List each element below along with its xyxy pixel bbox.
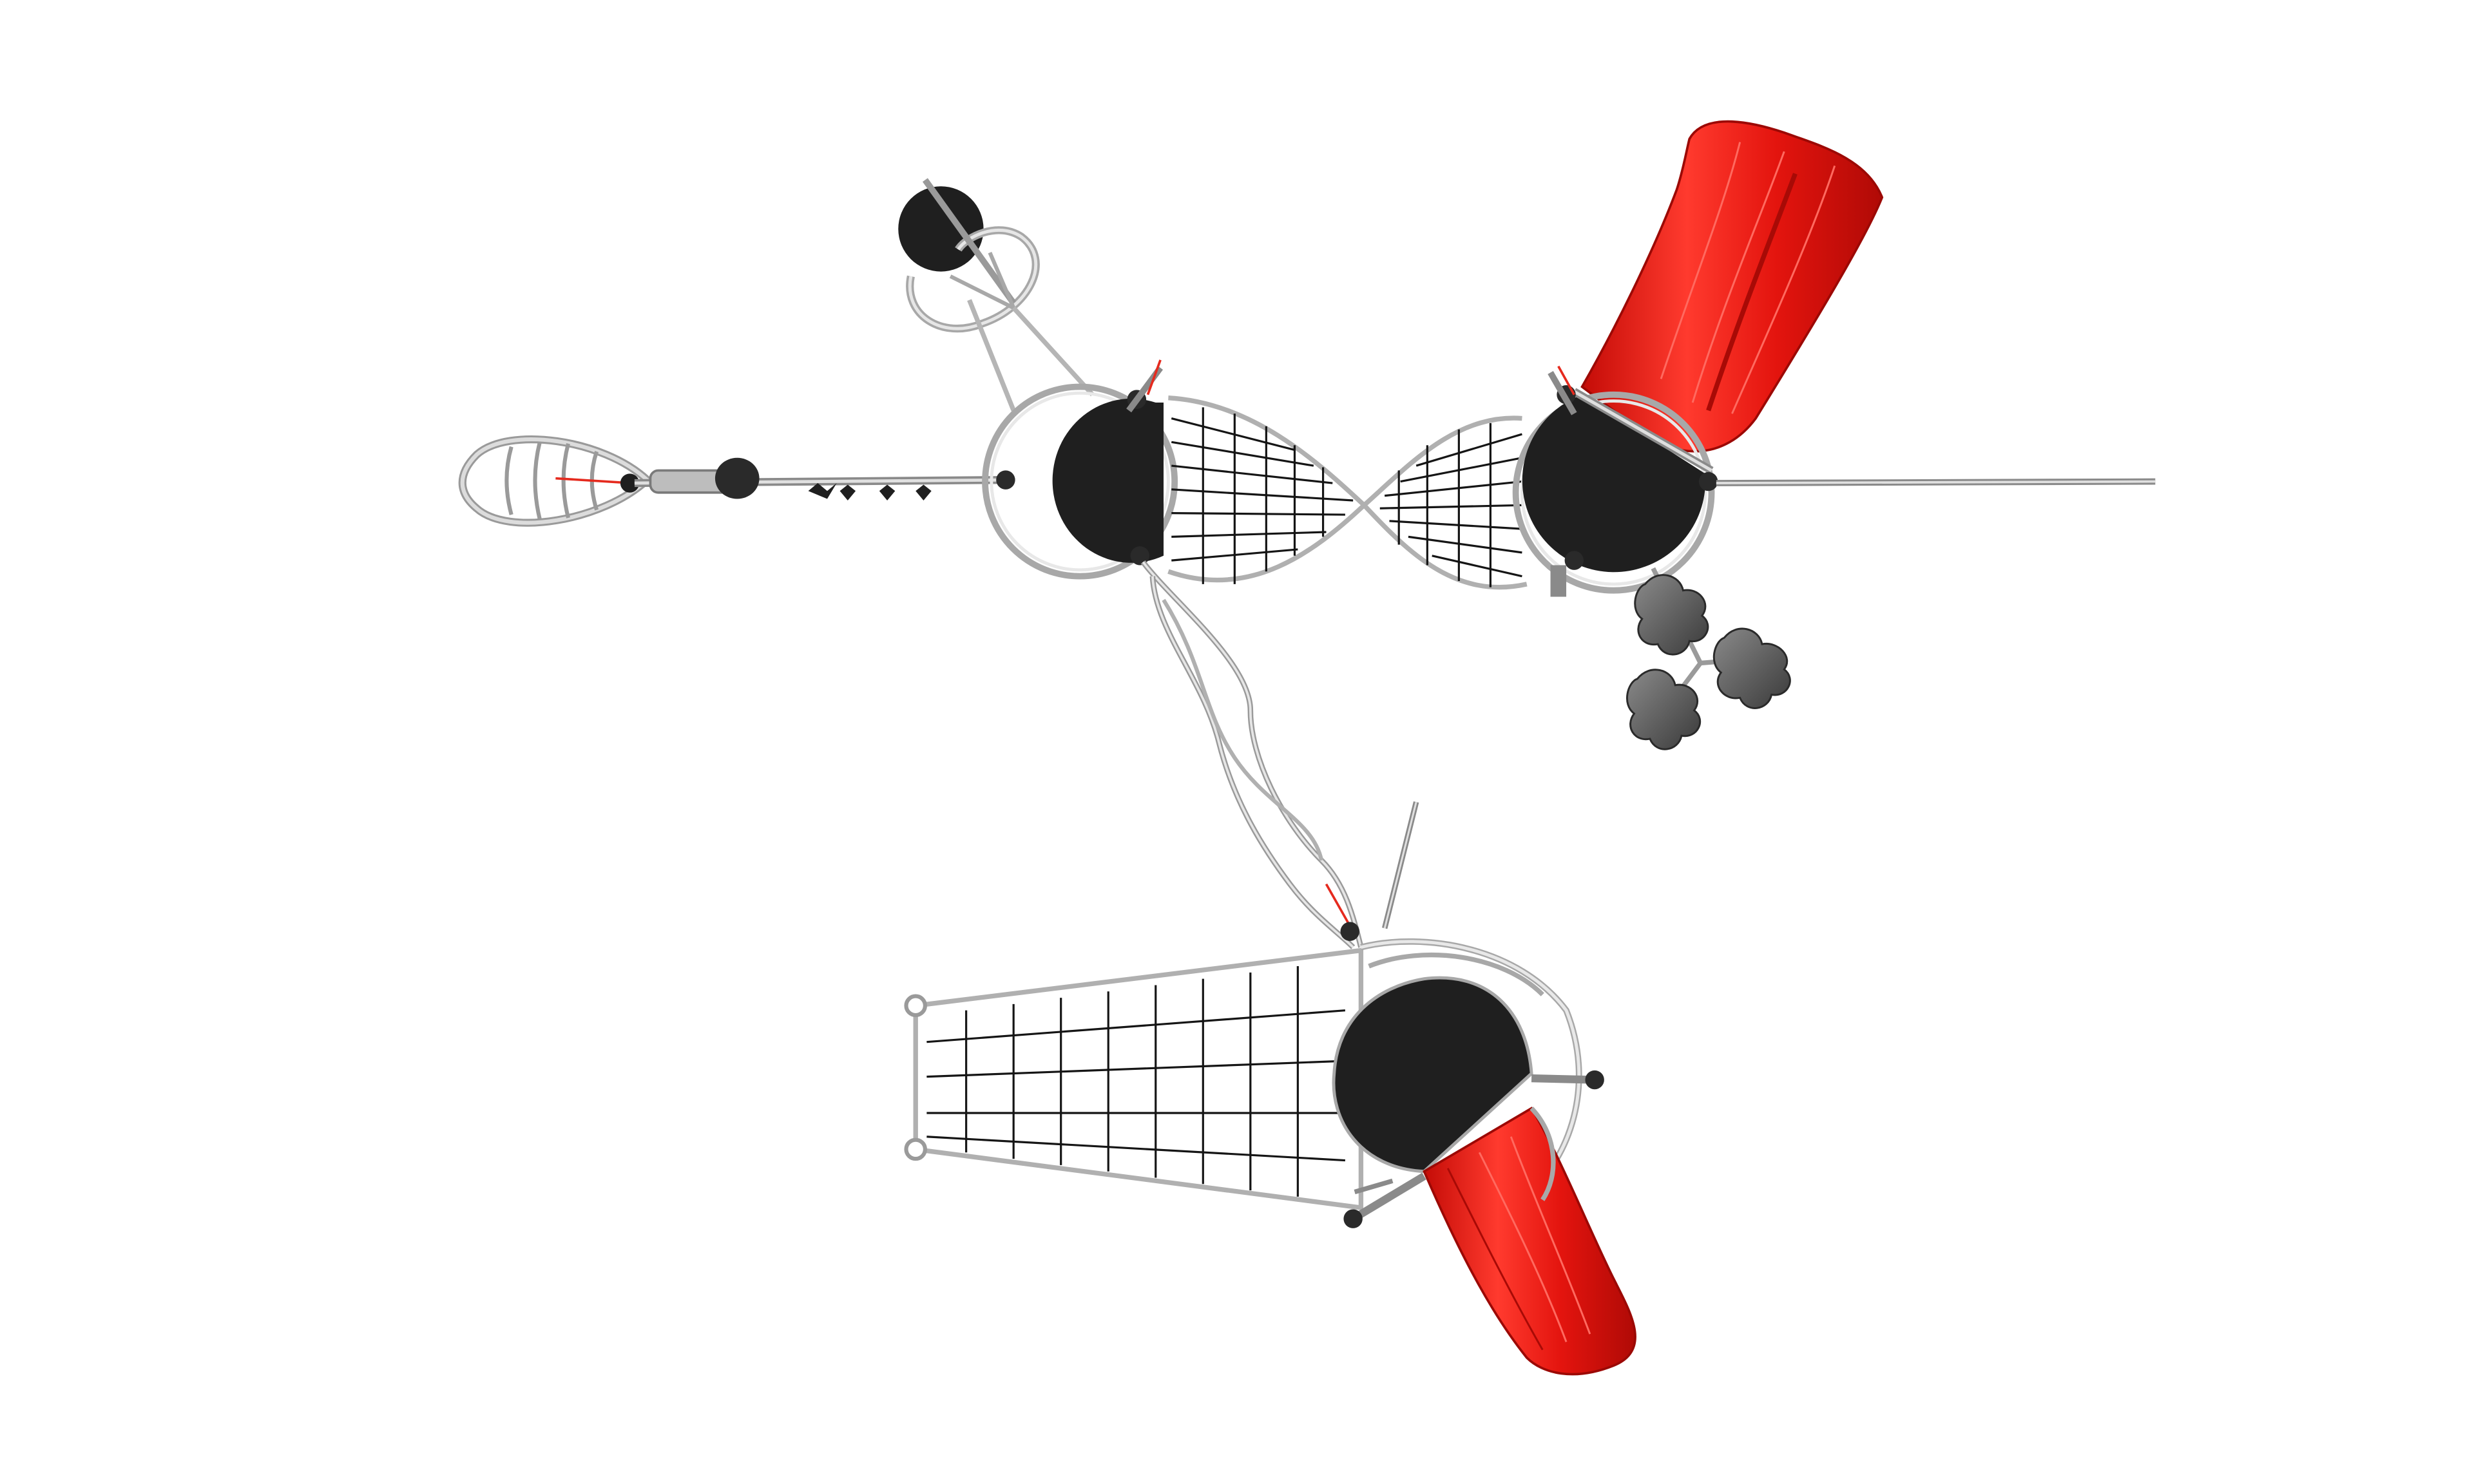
tube-slide-upper [1580, 120, 1884, 453]
platform-deck-lower [1332, 938, 1604, 1228]
platform-deck-left [982, 359, 1178, 580]
tube-slide-lower [1423, 1107, 1636, 1376]
leaf-step-icon [1634, 574, 1709, 656]
leaf-step-icon [1712, 627, 1791, 709]
leaf-steps [1626, 567, 1791, 750]
wavy-climber-link [1140, 560, 1419, 949]
balance-beam [634, 457, 1006, 500]
balance-beam-right [1716, 478, 2156, 486]
post-cap-icon [620, 473, 640, 493]
platform-deck-right [1512, 365, 1718, 597]
hoop-climber-left [458, 435, 653, 527]
rope-net-lower [904, 947, 1364, 1211]
round-climber-top [898, 178, 1095, 412]
rope-net-bridge [1167, 395, 1528, 590]
leaf-step-icon [1626, 669, 1702, 750]
